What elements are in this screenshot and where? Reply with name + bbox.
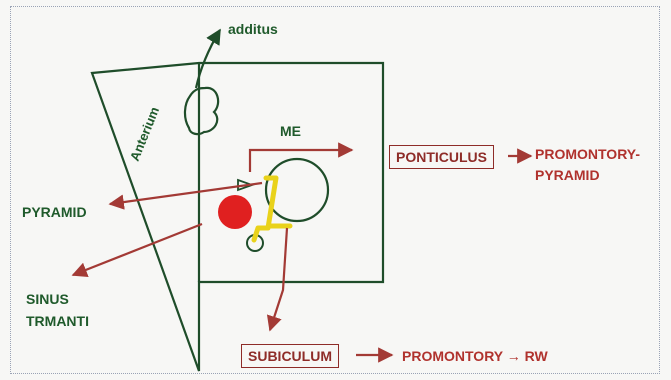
diagram-frame <box>10 6 660 374</box>
promontory-pyramid-label-1: PROMONTORY- <box>535 146 641 162</box>
ossicle-shape <box>183 86 220 136</box>
trmanti-label: TRMANTI <box>26 313 89 329</box>
subiculum-box: SUBICULUM <box>241 344 339 368</box>
promontory-pyramid-label-2: PYRAMID <box>535 167 600 183</box>
ponticulus-box: PONTICULUS <box>389 145 494 169</box>
pyramid-triangle-icon <box>237 178 255 192</box>
anterium-label: Anterium <box>127 105 162 164</box>
promontory-rw-label: PROMONTORY → RW <box>402 348 548 364</box>
sinus-arrow <box>71 222 203 278</box>
yellow-mark <box>251 175 293 243</box>
me-arrow <box>248 142 354 172</box>
subiculum-drop-arrow <box>266 227 289 332</box>
pyramid-arrow <box>108 181 263 210</box>
sinus-label: SINUS <box>26 291 69 307</box>
red-circle <box>218 195 252 229</box>
pyramid-label: PYRAMID <box>22 204 87 220</box>
additus-arrow <box>194 28 221 89</box>
promontory-circle <box>264 157 330 223</box>
additus-label: additus <box>228 21 278 37</box>
me-label: ME <box>280 123 301 139</box>
